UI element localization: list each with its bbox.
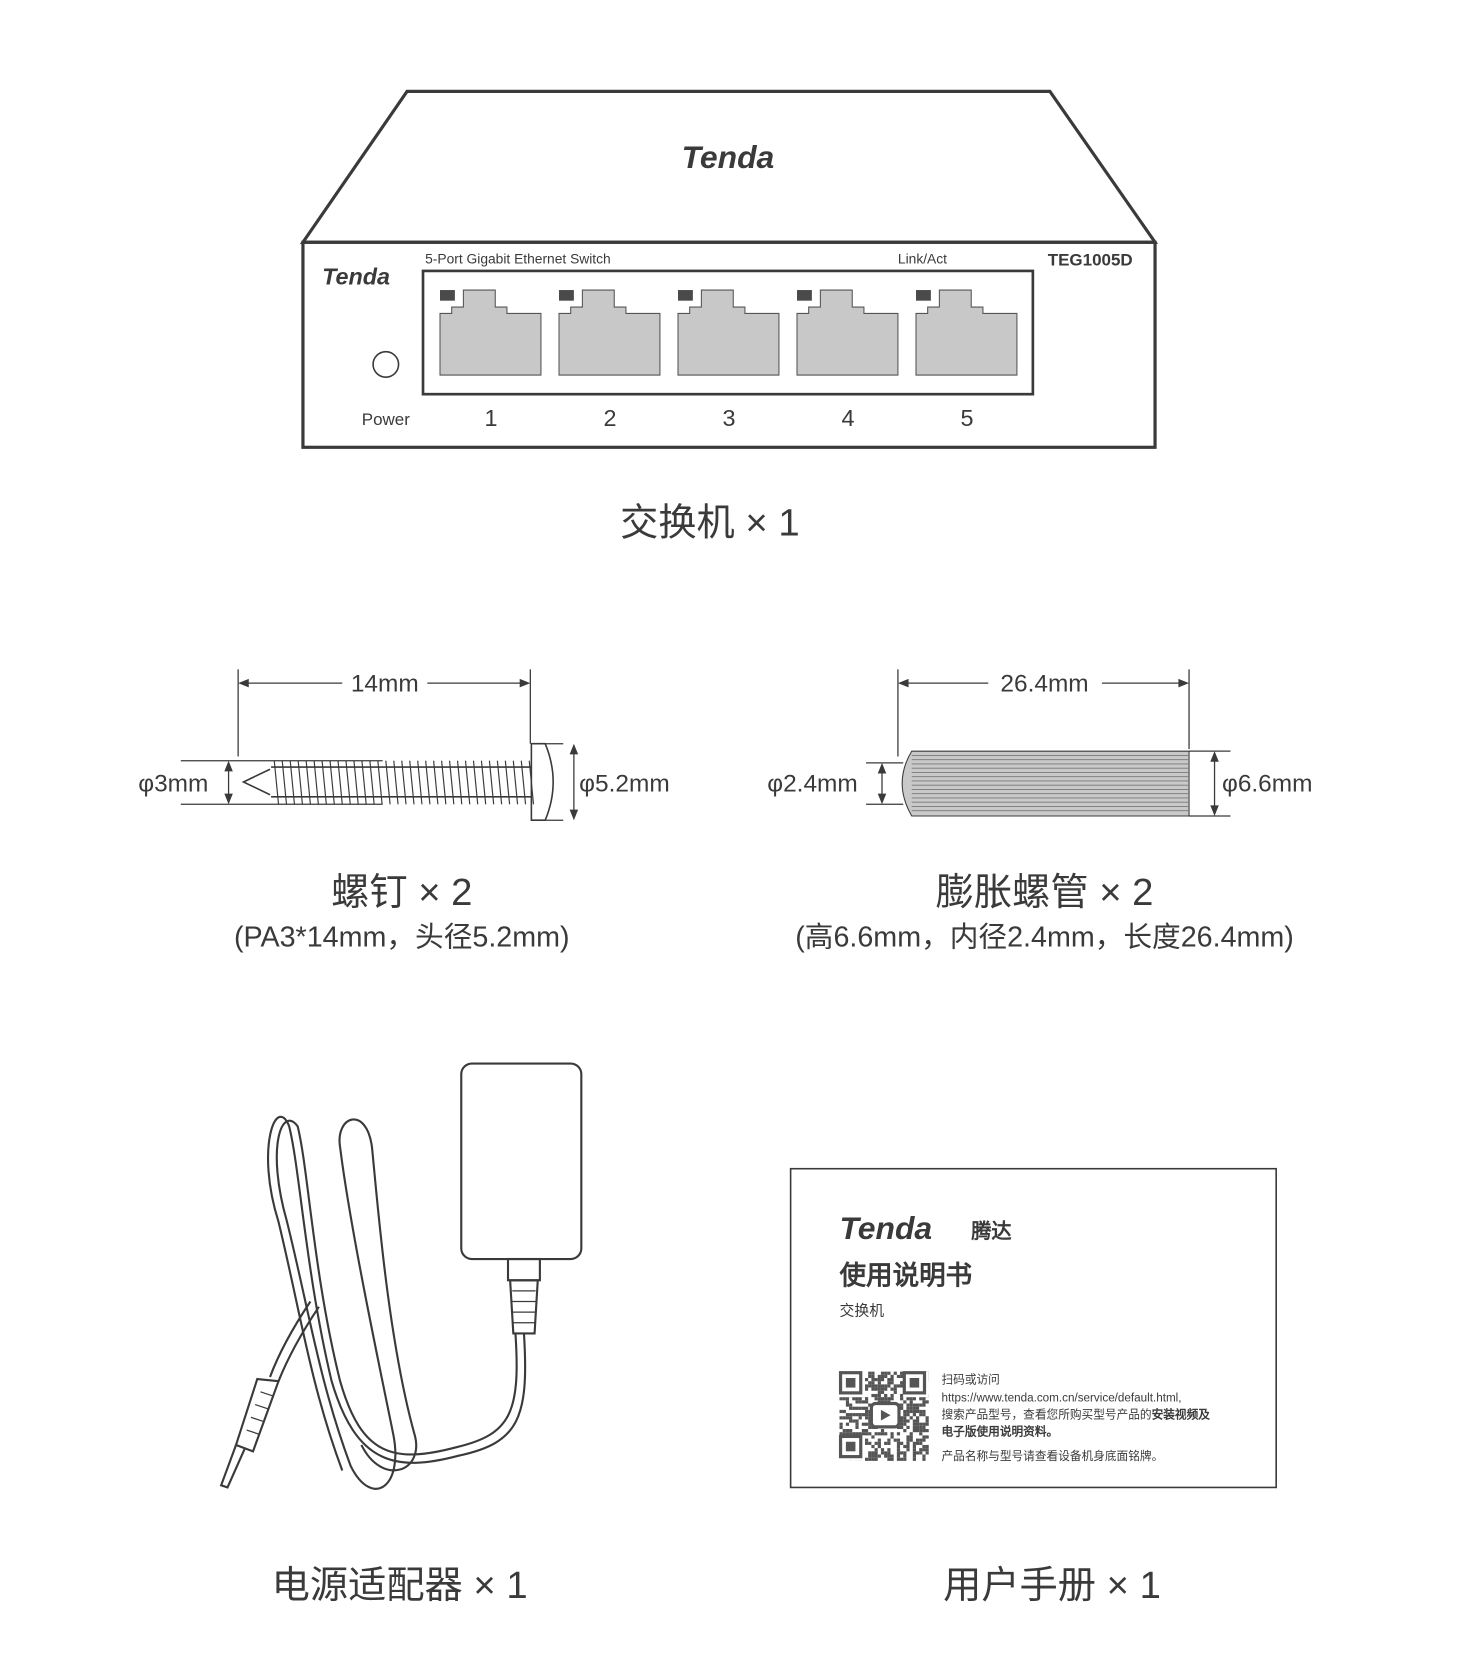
ethernet-port-2: 2 [558, 289, 661, 431]
screw-thread [305, 760, 311, 805]
port-number: 3 [722, 405, 735, 431]
screw-thread [281, 760, 288, 805]
screw-illustration: 14mm φ3mm φ5.2mm [138, 669, 670, 822]
screw-shank-diameter: φ3mm [138, 771, 208, 798]
screw-spec: (PA3*14mm，头径5.2mm) [234, 922, 570, 954]
ethernet-port-3: 3 [677, 289, 780, 431]
manual-bold-line: 电子版使用说明资料。 [941, 1424, 1058, 1438]
screw-thread [472, 760, 479, 805]
screw-thread [496, 760, 503, 805]
link-led-icon [915, 290, 931, 301]
screw-thread [321, 760, 327, 805]
screw-thread [369, 760, 375, 805]
wall-anchor-illustration: 26.4mm φ2.4mm φ6.6mm [767, 669, 1312, 817]
ethernet-port-1: 1 [439, 289, 542, 431]
screw-thread [480, 760, 487, 805]
link-led-icon [559, 290, 574, 301]
manual-subtitle: 交换机 [839, 1301, 884, 1319]
link-led-icon [796, 290, 812, 301]
switch-front-logo: Tenda [322, 264, 390, 290]
port-number: 4 [841, 405, 854, 431]
anchor-spec: (高6.6mm，内径2.4mm，长度26.4mm) [795, 922, 1294, 954]
port-number: 5 [960, 405, 973, 431]
screw-thread [289, 760, 296, 805]
switch-description: 5-Port Gigabit Ethernet Switch [425, 250, 611, 266]
manual-search-line: 搜索产品型号，查看您所购买型号产品的安装视频及 [941, 1407, 1210, 1421]
manual-logo: Tenda [839, 1210, 932, 1246]
screw-thread [273, 760, 280, 805]
manual-url: https://www.tenda.com.cn/service/default… [941, 1391, 1181, 1404]
port-number: 2 [604, 405, 617, 431]
screw-length-label: 14mm [351, 671, 419, 698]
screw-thread [448, 760, 455, 805]
anchor-inner-diameter: φ2.4mm [767, 771, 857, 798]
manual-scan-line: 扫码或访问 [941, 1373, 999, 1386]
adapter-caption: 电源适配器 × 1 [272, 1564, 528, 1607]
screw-thread [409, 760, 415, 805]
screw-thread [385, 760, 391, 805]
qr-code-icon [838, 1371, 929, 1461]
ethernet-port-4: 4 [796, 289, 899, 431]
power-led-icon [372, 350, 400, 378]
power-adapter-illustration [219, 1062, 583, 1490]
screw-thread [353, 760, 359, 805]
anchor-caption: 膨胀螺管 × 2 [936, 871, 1154, 914]
screw-thread [313, 760, 319, 805]
screw-thread [520, 760, 527, 805]
manual-caption: 用户手册 × 1 [943, 1564, 1161, 1607]
anchor-length-label: 26.4mm [1000, 671, 1088, 698]
screw-thread [488, 760, 495, 805]
led-label: Link/Act [898, 250, 947, 266]
link-led-icon [440, 290, 455, 301]
screw-thread [456, 760, 463, 805]
power-label: Power [362, 410, 410, 429]
manual-title: 使用说明书 [838, 1261, 972, 1291]
screw-thread [361, 760, 367, 805]
ethernet-port-5: 5 [915, 289, 1018, 431]
screw-thread [393, 760, 399, 805]
switch-illustration: Tenda Tenda 5-Port Gigabit Ethernet Swit… [299, 89, 1159, 449]
screw-thread [425, 760, 431, 805]
screw-thread [441, 760, 447, 805]
screw-thread [504, 760, 511, 805]
switch-caption: 交换机 × 1 [620, 501, 800, 544]
screw-thread [297, 760, 304, 805]
screw-thread [464, 760, 471, 805]
screw-thread [329, 760, 335, 805]
manual-note: 产品名称与型号请查看设备机身底面铭牌。 [941, 1449, 1163, 1463]
switch-top-logo: Tenda [682, 139, 775, 175]
user-manual-illustration: Tenda 腾达 使用说明书 交换机 扫码或访问 https://www.ten… [789, 1167, 1277, 1489]
screw-head-diameter: φ5.2mm [579, 771, 669, 798]
screw-thread [337, 760, 343, 805]
manual-logo-cn: 腾达 [971, 1219, 1012, 1243]
screw-thread [401, 760, 407, 805]
screw-thread [345, 760, 351, 805]
link-led-icon [678, 290, 693, 301]
port-number: 1 [485, 405, 498, 431]
screw-thread [512, 760, 519, 805]
screw-thread [377, 760, 383, 805]
anchor-outer-diameter: φ6.6mm [1222, 771, 1312, 798]
model-label: TEG1005D [1048, 251, 1133, 270]
screw-thread [417, 760, 423, 805]
screw-caption: 螺钉 × 2 [331, 871, 472, 914]
screw-thread [433, 760, 439, 805]
